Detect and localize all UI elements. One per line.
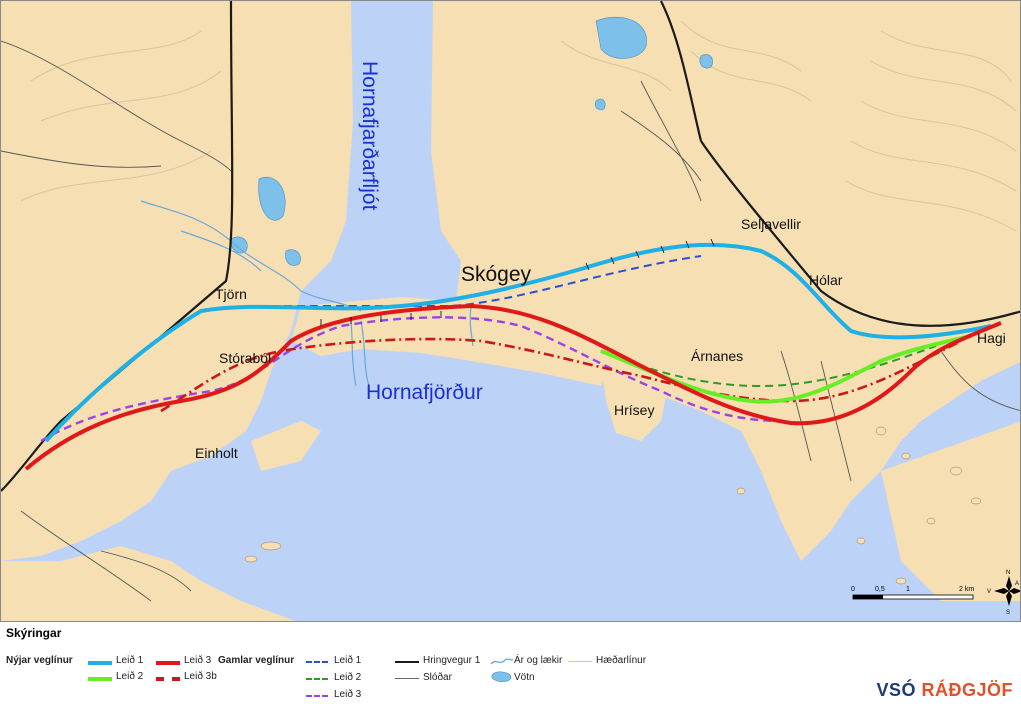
land-south-peninsula bbox=[251, 421, 321, 471]
compass-icon: N S V A bbox=[987, 570, 1020, 616]
scale-tick-2: 1 bbox=[906, 586, 910, 593]
legend-label-old-route1: Leið 1 bbox=[334, 655, 362, 666]
legend-swatch-tracks bbox=[395, 678, 419, 679]
legend-label-route1: Leið 1 bbox=[116, 655, 144, 666]
legend-title: Skýringar bbox=[6, 626, 62, 640]
label-holar: Hólar bbox=[809, 272, 843, 288]
legend-label-old-route2: Leið 2 bbox=[334, 672, 362, 683]
legend-new-roads-heading: Nýjar veglínur bbox=[6, 655, 73, 666]
legend-swatch-contours bbox=[568, 661, 592, 662]
legend-swatch-route1 bbox=[88, 661, 112, 665]
label-tjorn: Tjörn bbox=[215, 286, 247, 302]
legend-swatch-old-route2 bbox=[306, 678, 328, 680]
legend-label-tracks: Slóðar bbox=[423, 672, 452, 683]
legend-label-ring-road: Hringvegur 1 bbox=[423, 655, 481, 666]
route-3-line bbox=[24, 303, 1002, 471]
map-canvas[interactable]: Hornafjarðarfljót Hornafjörður Skógey Tj… bbox=[0, 0, 1021, 622]
legend-swatch-ring-road bbox=[395, 661, 419, 663]
legend-swatch-lakes bbox=[491, 671, 512, 682]
legend-swatch-route2 bbox=[88, 677, 112, 681]
legend-swatch-route3b bbox=[156, 677, 180, 681]
legend-label-route2: Leið 2 bbox=[116, 671, 144, 682]
old-route-2-line bbox=[600, 345, 937, 388]
compass-v: V bbox=[987, 589, 991, 595]
label-fjord-vertical: Hornafjarðarfljót bbox=[358, 61, 381, 211]
label-fjord-main: Hornafjörður bbox=[366, 381, 483, 404]
legend-swatch-rivers bbox=[490, 658, 514, 665]
legend-swatch-old-route3 bbox=[306, 695, 328, 697]
land-hrisey bbox=[601, 361, 666, 441]
brand-part1: VSÓ bbox=[876, 680, 916, 700]
land-southwest bbox=[1, 546, 296, 621]
label-hagi: Hagi bbox=[977, 330, 1006, 346]
route-3b-line bbox=[160, 337, 962, 413]
label-skogey: Skógey bbox=[461, 263, 532, 286]
legend-old-roads-heading: Gamlar veglínur bbox=[218, 655, 295, 666]
old-route-3-line bbox=[40, 316, 782, 443]
scale-bar: 0 0,5 1 2 km bbox=[851, 586, 974, 600]
label-hrisey: Hrísey bbox=[614, 402, 654, 418]
legend-label-route3: Leið 3 bbox=[184, 655, 212, 666]
land-hornafjordur-spit bbox=[291, 297, 611, 386]
compass-a: A bbox=[1015, 581, 1019, 587]
legend-label-contours: Hæðarlínur bbox=[596, 655, 647, 666]
label-einholt: Einholt bbox=[195, 445, 238, 461]
map-svg: Hornafjarðarfljót Hornafjörður Skógey Tj… bbox=[1, 1, 1020, 621]
contour-lines bbox=[20, 20, 1017, 232]
label-arnanes: Árnanes bbox=[691, 348, 743, 364]
compass-n: N bbox=[1006, 570, 1010, 576]
legend-label-lakes: Vötn bbox=[514, 672, 535, 683]
brand-logo: VSÓ RÁÐGJÖF bbox=[876, 680, 1013, 701]
scale-tick-3: 2 km bbox=[959, 586, 974, 593]
label-storabol: Stóraból bbox=[219, 350, 271, 366]
land-west bbox=[1, 1, 353, 561]
legend-label-rivers: Ár og lækir bbox=[514, 655, 563, 666]
route-ticks bbox=[320, 238, 715, 326]
minor-roads bbox=[1, 40, 1020, 602]
legend-label-route3b: Leið 3b bbox=[184, 671, 217, 682]
route-1-line bbox=[44, 242, 992, 443]
rivers bbox=[140, 200, 474, 387]
land-southeast bbox=[881, 421, 1020, 601]
land-north-east bbox=[431, 1, 1020, 561]
lakes bbox=[230, 16, 713, 266]
scale-tick-1: 0,5 bbox=[875, 586, 885, 593]
islands bbox=[244, 426, 982, 585]
brand-part2: RÁÐGJÖF bbox=[921, 680, 1013, 700]
compass-s: S bbox=[1006, 610, 1010, 616]
legend-swatch-old-route1 bbox=[306, 661, 328, 663]
label-seljavellir: Seljavellir bbox=[741, 216, 801, 232]
scale-tick-0: 0 bbox=[851, 586, 855, 593]
map-legend: Skýringar Nýjar veglínur Leið 1 Leið 2 L… bbox=[0, 622, 1021, 706]
legend-label-old-route3: Leið 3 bbox=[334, 689, 362, 700]
legend-swatch-route3 bbox=[156, 661, 180, 665]
